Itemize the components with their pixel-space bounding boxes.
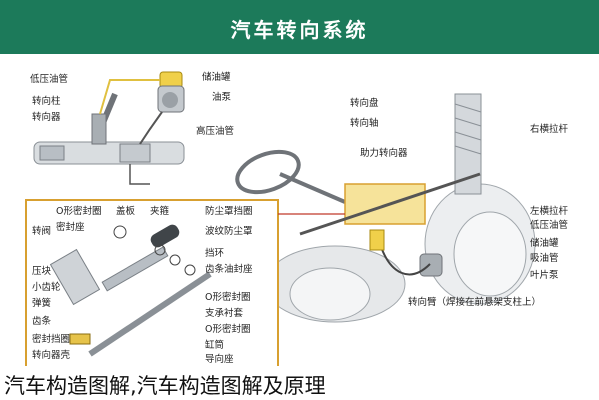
label-vane-pump: 叶片泵 — [530, 270, 559, 281]
label-reservoir: 储油罐 — [530, 238, 559, 249]
steering-system-diagram: 低压油管 储油罐 转向柱 油泵 转向器 高压油管 转向盘 转向轴 助力转向器 右… — [0, 54, 599, 366]
label-power-steering-gear: 助力转向器 — [360, 148, 408, 159]
label-inset-high-pressure-hose: 高压油管 — [196, 126, 235, 137]
label-detail-spring: 弹簧 — [32, 298, 52, 309]
label-inset-low-pressure-hose: 低压油管 — [30, 74, 69, 85]
caption-text: 汽车构造图解,汽车构造图解及原理 — [4, 374, 326, 398]
label-detail-o-ring-mid: O形密封圈 — [205, 292, 251, 303]
label-detail-rack-bar: 齿条 — [32, 316, 52, 327]
label-detail-tube: 缸筒 — [205, 340, 225, 351]
label-right-tie-rod: 右横拉杆 — [530, 124, 569, 135]
exploded-detail-box — [25, 199, 345, 366]
label-detail-pinion: 小齿轮 — [32, 282, 61, 293]
label-inset-steering-column: 转向柱 — [32, 96, 61, 107]
main-car-illustration — [235, 93, 536, 323]
label-left-tie-rod: 左横拉杆 — [530, 206, 569, 217]
label-detail-dust-boot-ring: 防尘罩挡圈 — [205, 206, 253, 217]
label-detail-support-sleeve: 支承衬套 — [205, 308, 244, 319]
label-detail-adjust-screw: 转阀 — [32, 226, 52, 237]
label-detail-housing: 转向器壳 — [32, 350, 71, 361]
caption-bar — [0, 366, 599, 400]
label-inset-steering-gear: 转向器 — [32, 112, 61, 123]
label-detail-sealing-ring: 密封座 — [56, 222, 85, 233]
label-detail-oil-seal-seat: 导向座 — [205, 354, 234, 365]
label-low-pressure-hose: 低压油管 — [530, 220, 569, 231]
label-inset-oil-pump: 油泵 — [212, 92, 232, 103]
label-steering-arm: 转向臂（焊接在前悬架支柱上） — [408, 297, 542, 308]
label-steering-shaft: 转向轴 — [350, 118, 379, 129]
diagram-illustration — [25, 71, 536, 366]
header-bar: 汽车转向系统 — [0, 0, 599, 54]
label-detail-rack-oil-seal: 齿条油封座 — [205, 264, 253, 275]
label-detail-o-ring-low: O形密封圈 — [205, 324, 251, 335]
inset-steering-assembly — [33, 71, 185, 185]
page-title: 汽车转向系统 — [230, 18, 369, 42]
label-detail-o-ring-top: O形密封圈 — [56, 206, 102, 217]
label-detail-dust-cover: 波纹防尘罩 — [205, 226, 253, 237]
label-inset-reservoir: 储油罐 — [202, 72, 231, 83]
label-detail-rack-seal-stop: 挡环 — [205, 248, 225, 259]
label-suction-hose: 吸油管 — [530, 253, 559, 264]
label-detail-pinion-shaft: 压块 — [32, 266, 52, 277]
label-detail-clamp: 夹箍 — [150, 206, 170, 217]
label-detail-cover: 盖板 — [116, 206, 136, 217]
label-detail-rack-seal: 密封挡圈 — [32, 334, 71, 345]
label-steering-wheel: 转向盘 — [350, 98, 379, 109]
